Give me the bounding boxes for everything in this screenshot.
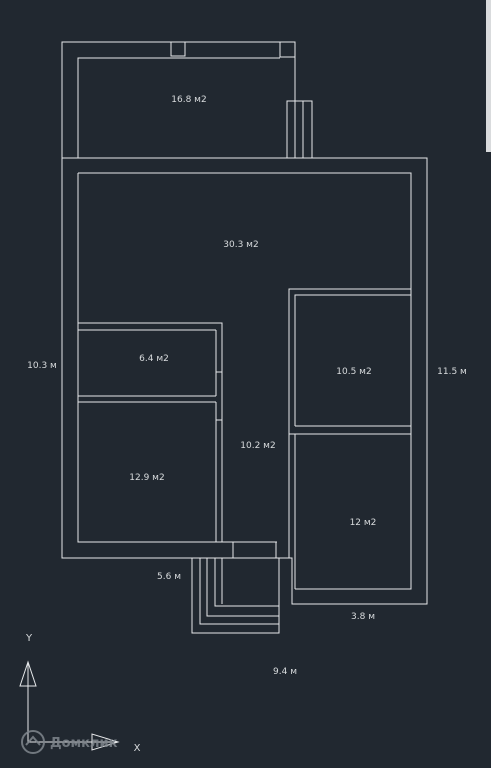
stair-between-terrace [286,100,313,159]
room-area-label: 30.3 м2 [223,240,258,250]
porch-stair [214,557,280,607]
room-area-label: 10.2 м2 [240,441,275,451]
house-inner-wall [78,172,412,590]
watermark-text: Домклик [50,736,118,751]
scrollbar-thumb[interactable] [486,0,491,152]
room-area-label: 10.5 м2 [336,367,371,377]
dimension-bottom-right: 3.8 м [351,612,375,622]
dimension-right: 11.5 м [437,367,467,377]
room-area-label: 12.9 м2 [129,473,164,483]
bedroom-right-wall [288,288,411,558]
porch-stair [191,557,280,634]
room-labels: 16.8 м2 30.3 м2 6.4 м2 12.9 м2 10.2 м2 1… [129,95,376,528]
dimension-porch-width: 5.6 м [157,572,181,582]
bedroom-right-wall [294,294,411,426]
watermark-logo-icon [21,730,45,754]
dimension-left: 10.3 м [27,361,57,371]
room-area-label: 16.8 м2 [171,95,206,105]
walls [61,41,428,634]
dimension-labels: 10.3 м 11.5 м 5.6 м 3.8 м 9.4 м [27,361,467,677]
watermark: Домклик [21,730,118,754]
room-small-wall [78,322,223,542]
terrace-post-right [279,41,296,58]
room-area-label: 6.4 м2 [139,354,169,364]
porch-stair [206,557,280,617]
porch-stair [199,557,280,625]
axis-x-label: X [134,743,141,754]
ucs-axes: Y X [19,633,141,754]
dimension-total-width: 9.4 м [273,667,297,677]
house-inner-wall-left [77,173,218,543]
house-outer-wall [61,157,428,605]
terrace-inner-wall [77,57,280,158]
axis-y-label: Y [25,633,33,644]
room-area-label: 12 м2 [350,518,377,528]
watermark-logo-icon [25,735,41,746]
terrace-post-left [170,41,186,57]
